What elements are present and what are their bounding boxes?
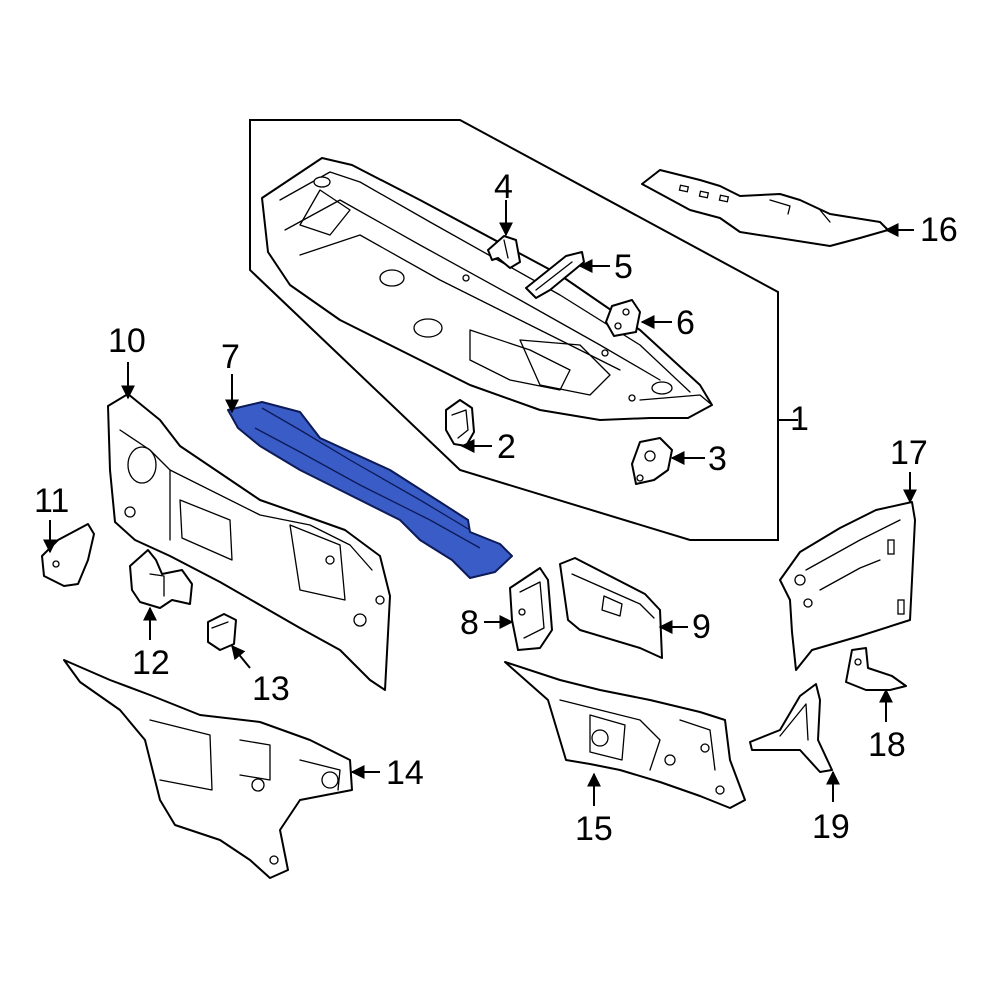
part-2-bracket[interactable]	[445, 399, 475, 447]
callout-9: 9	[692, 608, 711, 646]
callout-1: 1	[790, 400, 809, 438]
part-8-bracket[interactable]	[509, 567, 553, 651]
part-4-bracket[interactable]	[487, 235, 521, 269]
part-14-insulator[interactable]	[63, 659, 353, 879]
leader-13	[231, 644, 251, 669]
callout-3: 3	[708, 440, 727, 478]
part-6-bracket[interactable]	[605, 299, 641, 337]
callout-18: 18	[868, 726, 906, 764]
callout-13: 13	[252, 670, 290, 708]
callout-12: 12	[132, 644, 170, 682]
part-11-bracket[interactable]	[41, 523, 95, 587]
part-19-bracket[interactable]	[749, 683, 833, 773]
callout-6: 6	[676, 304, 695, 342]
part-7-highlighted-reinforcement[interactable]	[227, 401, 513, 579]
callout-8: 8	[460, 604, 479, 642]
part-16-panel[interactable]	[641, 169, 889, 247]
part-15-insulator[interactable]	[504, 661, 746, 809]
part-18-bracket[interactable]	[845, 647, 907, 691]
callout-16: 16	[920, 211, 958, 249]
part-3-bracket[interactable]	[631, 437, 673, 485]
callout-4: 4	[494, 168, 513, 206]
part-13-bracket[interactable]	[207, 613, 237, 651]
part-10-dash-panel[interactable]	[107, 393, 391, 691]
part-12-bracket[interactable]	[129, 549, 193, 609]
callout-7: 7	[221, 338, 240, 376]
assembly-1-group-outline	[249, 119, 779, 541]
callout-19: 19	[812, 808, 850, 846]
part-17-side-panel[interactable]	[779, 501, 916, 671]
callout-15: 15	[575, 810, 613, 848]
part-1-cowl-panel[interactable]	[261, 157, 713, 421]
part-9-panel[interactable]	[559, 557, 663, 659]
callout-14: 14	[386, 754, 424, 792]
callout-2: 2	[497, 428, 516, 466]
callout-17: 17	[890, 434, 928, 472]
callout-11: 11	[34, 482, 69, 520]
callout-5: 5	[614, 248, 633, 286]
callout-10: 10	[108, 322, 146, 360]
